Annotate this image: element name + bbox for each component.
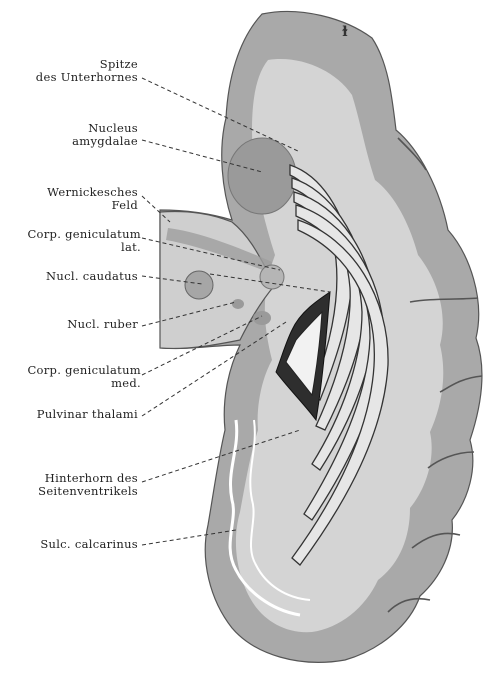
label-line: Seitenventrikels [38, 485, 138, 498]
label-line: Sulc. calcarinus [40, 538, 138, 551]
label-line: Nucl. ruber [67, 318, 138, 331]
label-line: Pulvinar thalami [37, 408, 138, 421]
label-nucl-ruber: Nucl. ruber [67, 318, 138, 331]
label-wernicke-feld: Wernickesches Feld [47, 186, 138, 212]
label-pulvinar-thalami: Pulvinar thalami [37, 408, 138, 421]
label-line: lat. [27, 241, 141, 254]
label-corp-geniculatum-med: Corp. geniculatum med. [27, 364, 141, 390]
label-line: amygdalae [72, 135, 138, 148]
nucleus-caudatus-shape [185, 271, 213, 299]
nucleus-ruber-shape [232, 299, 244, 309]
label-line: med. [27, 377, 141, 390]
corp-gen-med-shape [253, 311, 271, 325]
corner-stamp: ɫ [342, 24, 348, 40]
label-line: Nucl. caudatus [46, 270, 138, 283]
label-nucl-caudatus: Nucl. caudatus [46, 270, 138, 283]
label-sulc-calcarinus: Sulc. calcarinus [40, 538, 138, 551]
label-line: Feld [47, 199, 138, 212]
nucleus-amygdalae-shape [228, 138, 296, 214]
label-spitze-unterhorn: Spitze des Unterhornes [36, 58, 138, 84]
label-line: des Unterhornes [36, 71, 138, 84]
label-hinterhorn: Hinterhorn des Seitenventrikels [38, 472, 138, 498]
label-corp-geniculatum-lat: Corp. geniculatum lat. [27, 228, 141, 254]
label-nucleus-amygdalae: Nucleus amygdalae [72, 122, 138, 148]
